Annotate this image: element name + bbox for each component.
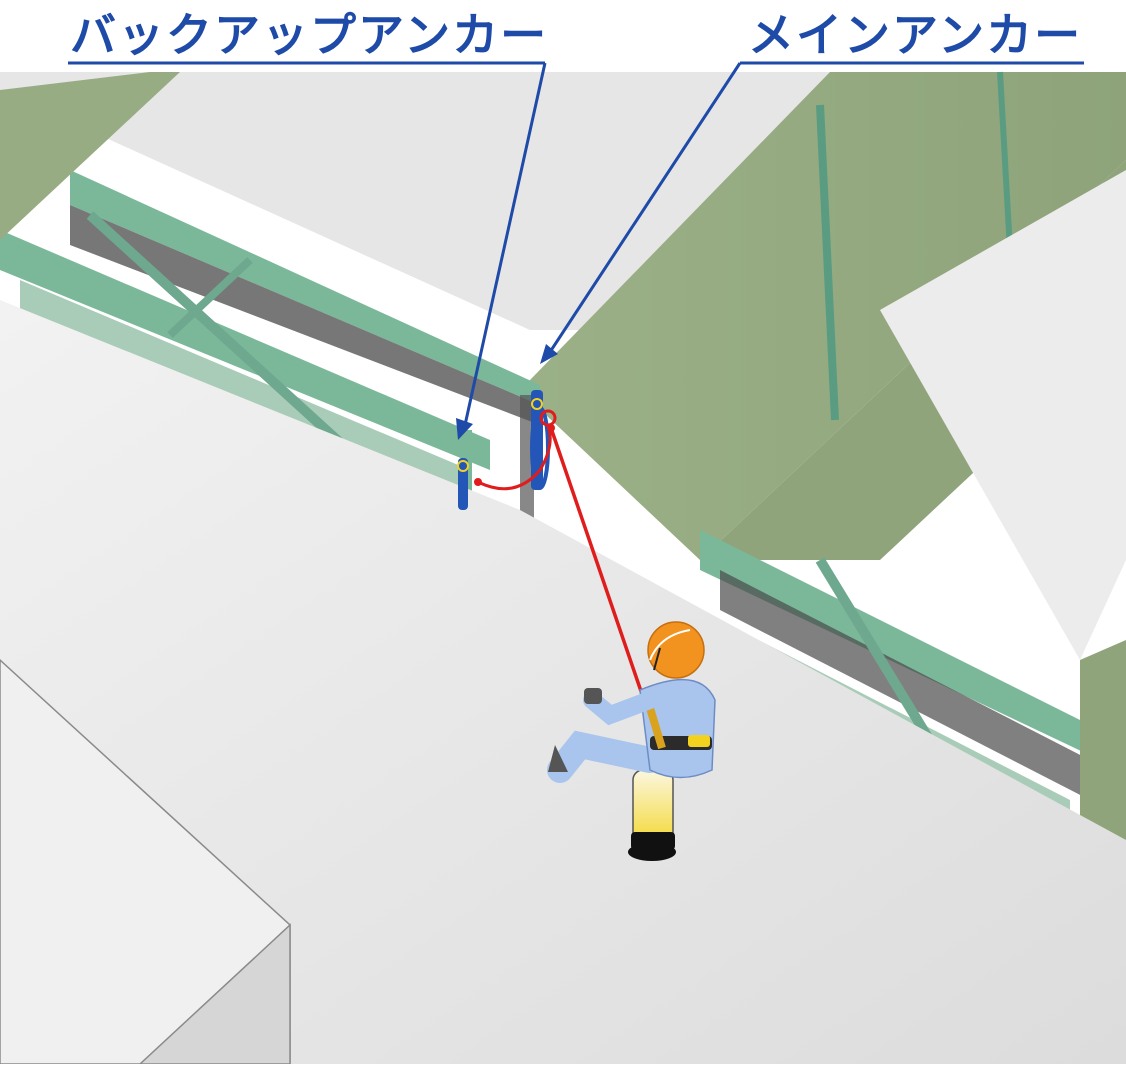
main-callout <box>540 61 1084 364</box>
bracing <box>167 257 253 338</box>
backup-anchor <box>457 458 469 510</box>
carabiner-icon <box>474 478 482 486</box>
lower-slab <box>0 300 1126 1064</box>
girder-edge <box>520 395 534 545</box>
arrow-head-icon <box>540 344 558 364</box>
title-band <box>0 0 1126 72</box>
arrow-head-icon <box>456 418 473 440</box>
cross-beam-right-web <box>720 570 1090 800</box>
bracing <box>86 211 374 474</box>
main-anchor-label: メインアンカー <box>748 8 1083 62</box>
left-girder <box>0 72 180 240</box>
cross-beam-web <box>70 205 540 425</box>
carabiner-icon <box>539 409 557 427</box>
backup-anchor-label: バックアップアンカー <box>70 8 549 62</box>
main-lifeline <box>549 427 646 701</box>
rope-access-worker-icon <box>547 621 716 861</box>
girder-stiffener <box>997 71 1013 251</box>
cross-beam-flange <box>70 170 540 405</box>
girder-stiffener <box>816 104 839 421</box>
cross-beam-right-flange <box>700 530 1100 760</box>
backup-lifeline <box>477 424 552 491</box>
right-deck <box>880 170 1126 660</box>
backup-callout <box>68 61 547 440</box>
right-girder-end <box>1080 640 1126 840</box>
